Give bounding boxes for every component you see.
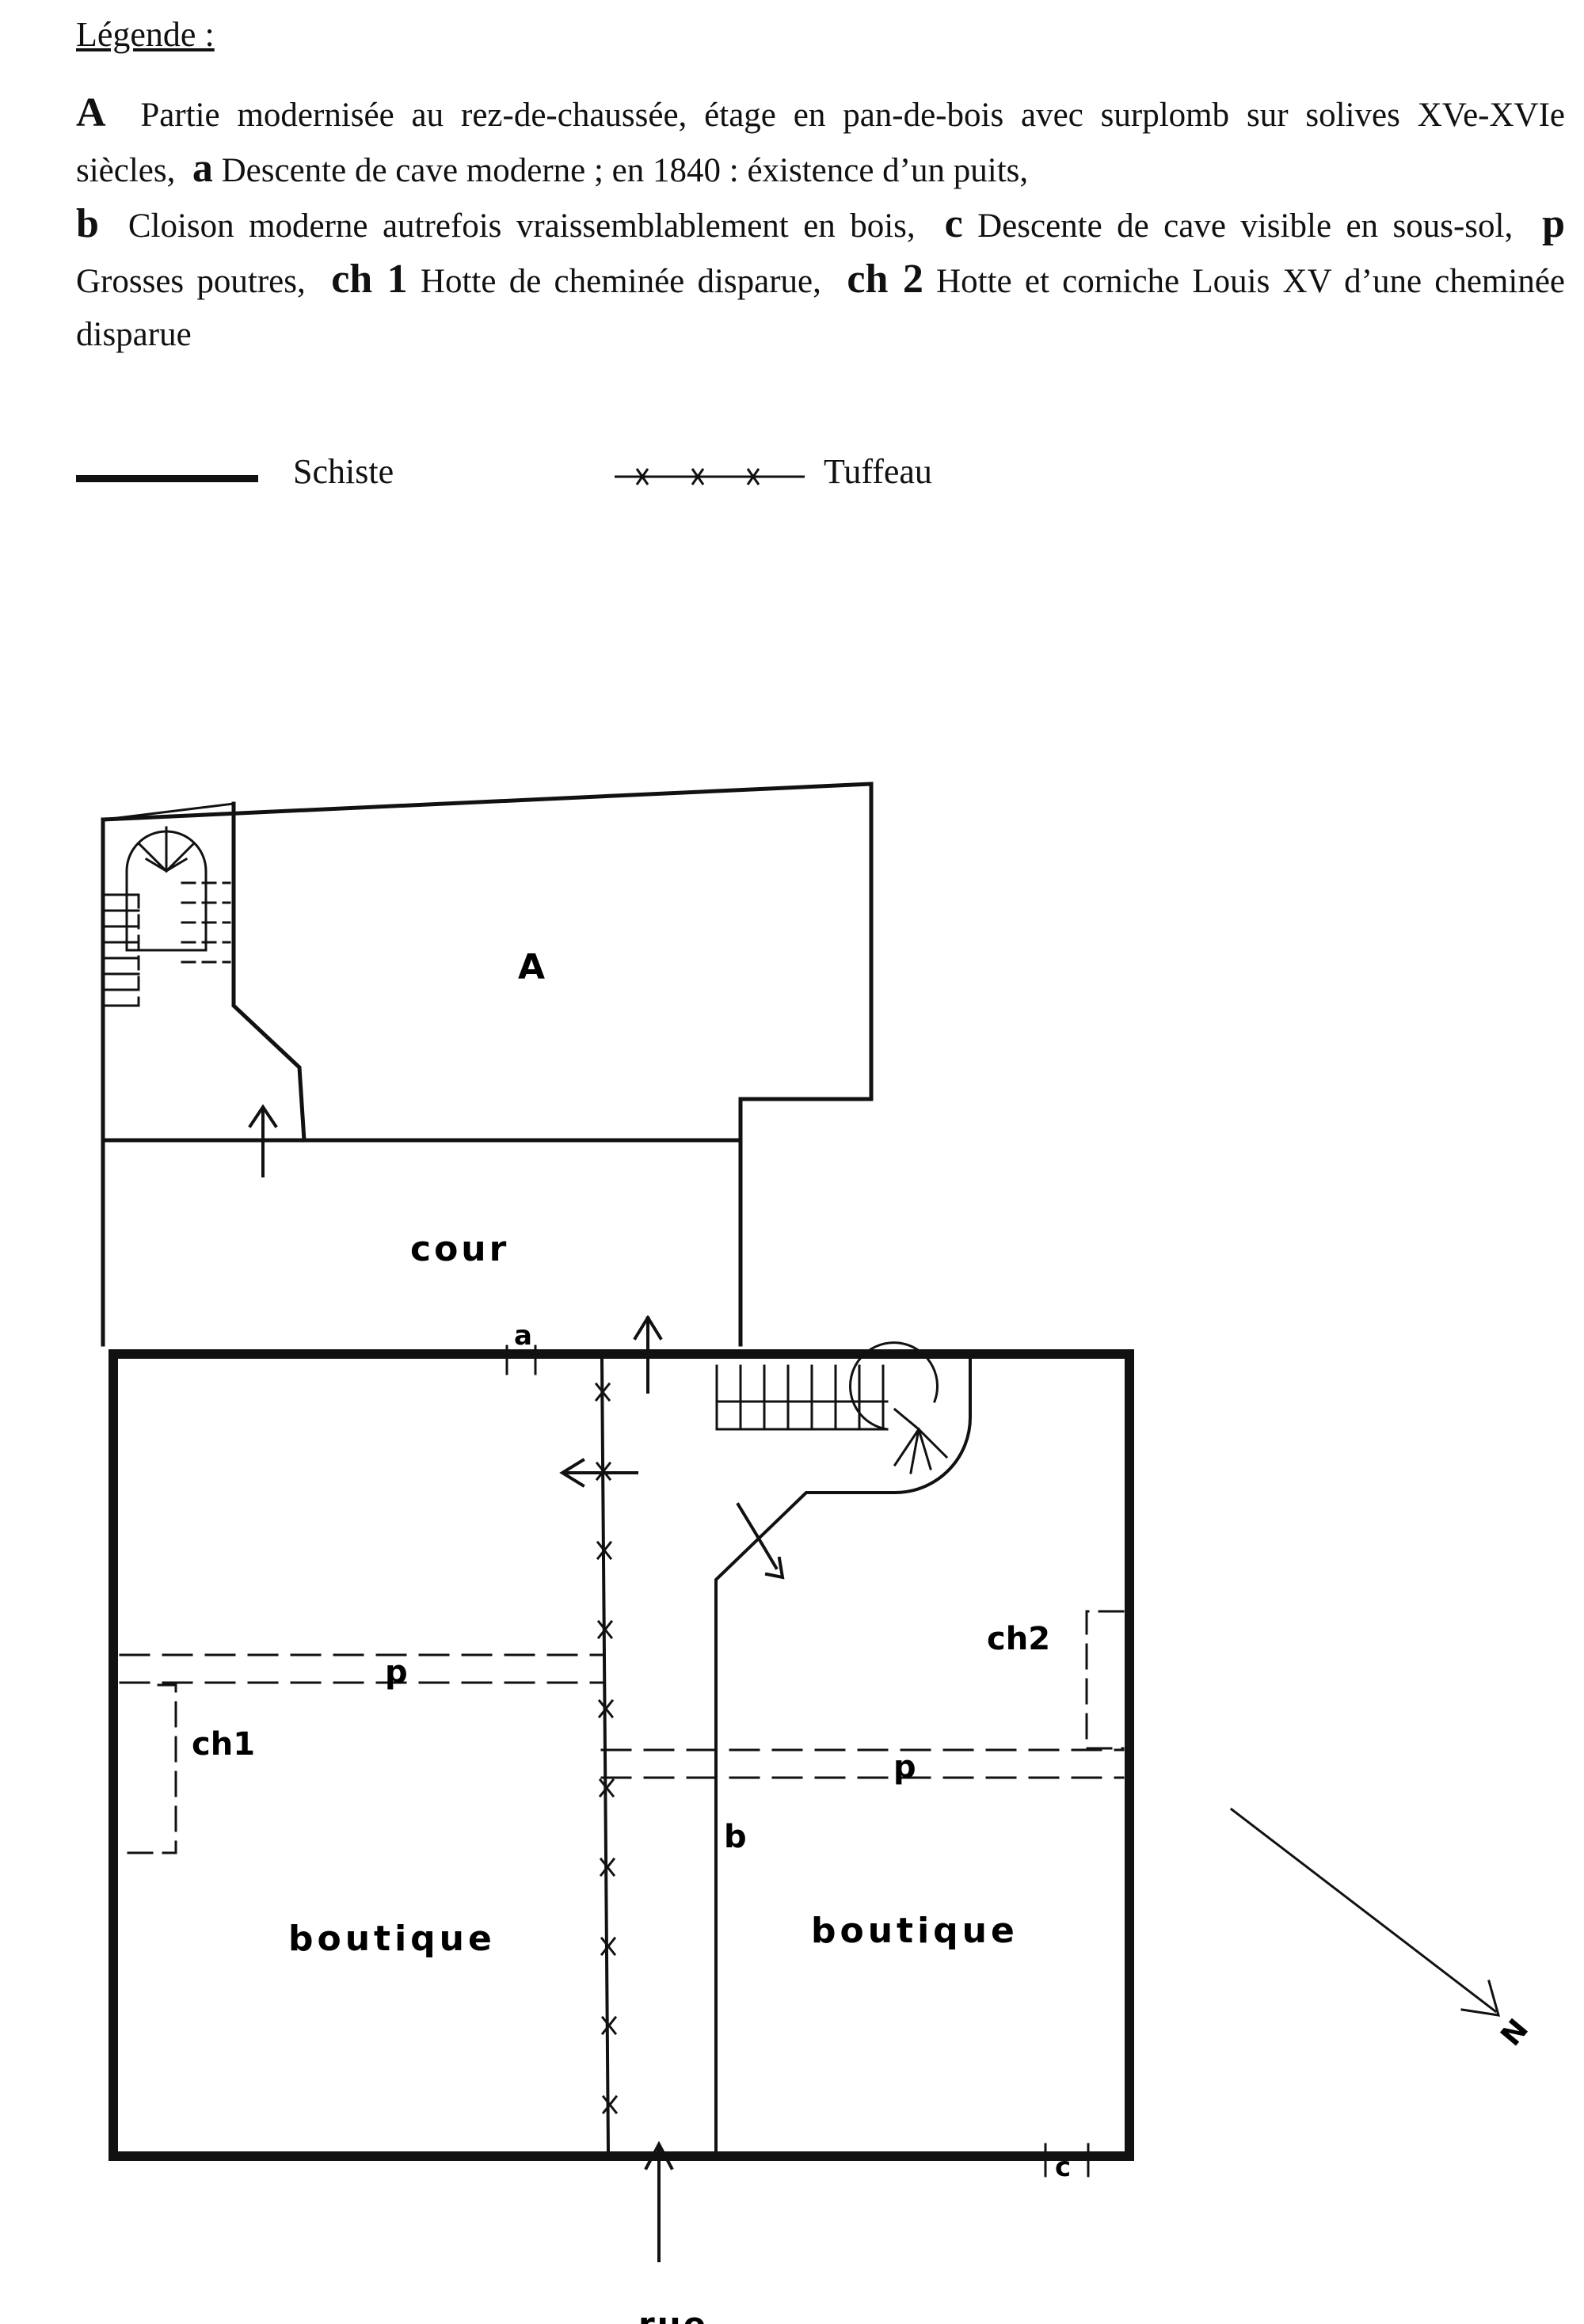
main-building-outline <box>109 1349 1134 2161</box>
street-label: rue <box>638 2305 708 2324</box>
access-arrows <box>248 1104 785 2262</box>
beam-p-left-label: p <box>385 1654 408 1691</box>
building-A-outline <box>101 782 874 1347</box>
mark-a-label: a <box>514 1320 532 1352</box>
legend-key-ch2: ch 2 <box>847 257 923 302</box>
legend-key-ch1: ch 1 <box>331 257 408 302</box>
schiste-line-symbol <box>76 475 258 482</box>
legend-text-a: Descente de cave moderne ; en 1840 : éxi… <box>221 152 1029 189</box>
legend-paragraph-2: b Cloison moderne autrefois vraissemblab… <box>76 197 1565 361</box>
north-label: N <box>1495 2013 1535 2052</box>
legend-title: Légende : <box>76 15 215 54</box>
floor-plan: A cour boutique boutique rue a b c p p c… <box>101 782 1535 2324</box>
room-A-label: A <box>518 947 545 987</box>
partition-b <box>714 1359 972 2154</box>
legend-key-c: c <box>944 201 963 246</box>
legend-key-A: A <box>76 90 106 135</box>
hood-ch2-label: ch2 <box>987 1621 1050 1657</box>
legend-text-A: Partie modernisée au rez-de-chaussée, ét… <box>76 97 1565 189</box>
hood-ch1-label: ch1 <box>192 1726 255 1763</box>
material-key: Schiste Tuffeau <box>76 451 1026 499</box>
mark-b-label: b <box>724 1819 747 1855</box>
mark-c-label: c <box>1055 2151 1071 2183</box>
tuffeau-line-symbol <box>615 468 805 485</box>
legend-text-c: Descente de cave visible en sous-sol, <box>977 207 1514 245</box>
hood-ch2 <box>1085 1610 1125 1750</box>
stair-partition-A <box>231 801 307 1143</box>
legend-text-ch2: Hotte et corniche Louis XV d’une cheminé… <box>76 263 1565 353</box>
legend-key-a: a <box>192 146 213 191</box>
legend-paragraph-1: A Partie modernisée au rez-de-chaussée, … <box>76 86 1565 197</box>
courtyard-label: cour <box>410 1229 509 1269</box>
tuffeau-marks <box>594 1382 619 2115</box>
shop-left-label: boutique <box>288 1919 496 1959</box>
tuffeau-wall <box>600 1358 611 2155</box>
stair-A <box>103 802 235 1007</box>
schiste-label: Schiste <box>293 452 394 491</box>
stair-main <box>715 1341 949 1474</box>
shop-right-label: boutique <box>811 1911 1019 1951</box>
legend-key-b: b <box>76 201 99 246</box>
legend-text-p: Grosses poutres, <box>76 263 306 300</box>
tuffeau-label: Tuffeau <box>824 452 932 491</box>
beam-p-right-label: p <box>893 1749 916 1786</box>
legend-key-p: p <box>1542 201 1566 246</box>
legend-text-ch1: Hotte de cheminée disparue, <box>420 263 821 300</box>
legend: Légende : A Partie modernisée au rez-de-… <box>76 14 1565 361</box>
beams <box>119 1653 1125 1779</box>
north-arrow-icon <box>1229 1807 1501 2017</box>
cellar-mark-a <box>505 1345 537 1375</box>
cellar-mark-c <box>1044 2143 1090 2178</box>
legend-text-b: Cloison moderne autrefois vraissemblable… <box>128 207 916 245</box>
hood-ch1 <box>125 1683 177 1854</box>
